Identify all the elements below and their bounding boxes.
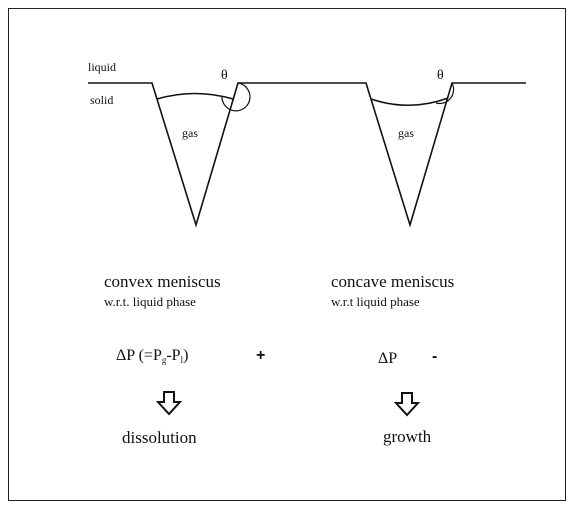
right-theta-label: θ [437, 68, 444, 83]
right-pressure-label: ΔP [378, 350, 398, 367]
pressure-suffix: ) [183, 347, 189, 364]
right-pressure-sign: - [432, 348, 438, 365]
figure-frame [8, 8, 566, 501]
pressure-mid: -P [166, 347, 181, 364]
left-theta-label: θ [221, 68, 228, 83]
right-gas-label: gas [398, 126, 414, 140]
right-phase-note: w.r.t liquid phase [331, 294, 420, 309]
left-down-arrow-icon [156, 391, 182, 416]
concave-meniscus-title: concave meniscus [331, 272, 455, 291]
left-phase-note: w.r.t. liquid phase [104, 294, 196, 309]
concave-meniscus-curve [370, 97, 449, 107]
solid-label: solid [90, 93, 114, 107]
right-down-arrow-icon [394, 392, 420, 417]
pressure-sub-g: g [161, 355, 167, 365]
solid-surface-profile [88, 82, 526, 228]
left-result-label: dissolution [122, 428, 197, 447]
right-result-label: growth [383, 427, 432, 446]
pressure-prefix: ΔP (=P [116, 347, 162, 364]
pressure-sub-l: l [180, 355, 184, 365]
left-pressure-formula: ΔP (=Pg-Pl) [116, 348, 188, 365]
convex-meniscus-curve [156, 92, 234, 100]
left-contact-angle-arc [221, 82, 251, 112]
right-contact-angle-arc [435, 82, 455, 105]
convex-meniscus-title: convex meniscus [104, 272, 221, 291]
liquid-label: liquid [88, 60, 117, 74]
left-pressure-sign: + [256, 347, 266, 364]
left-gas-label: gas [182, 126, 198, 140]
